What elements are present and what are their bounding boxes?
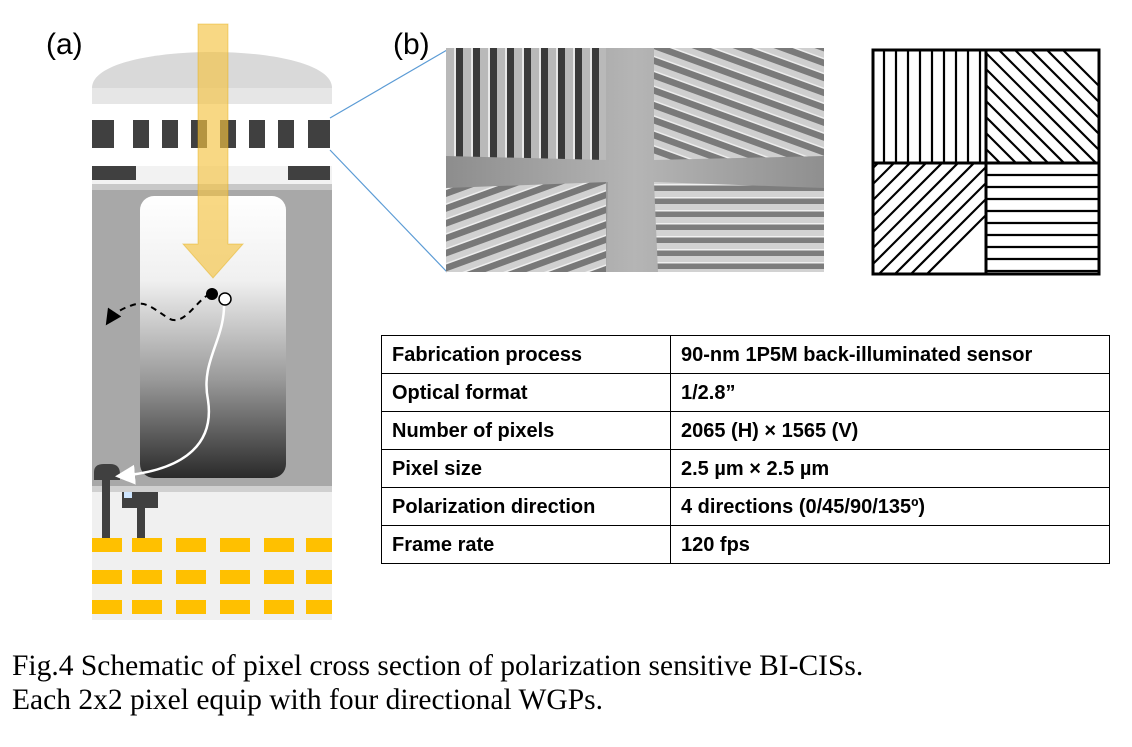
figure-caption: Fig.4 Schematic of pixel cross section o… xyxy=(12,649,1124,717)
caption-line-2: Each 2x2 pixel equip with four direction… xyxy=(12,684,603,716)
caption-line-1: Fig.4 Schematic of pixel cross section o… xyxy=(12,650,864,682)
spec-value: 2065 (H) × 1565 (V) xyxy=(670,411,1110,450)
spec-parameter: Polarization direction xyxy=(381,487,671,526)
hole-particle xyxy=(206,288,218,300)
table-row: Fabrication process 90-nm 1P5M back-illu… xyxy=(381,335,1110,374)
spec-parameter: Number of pixels xyxy=(381,411,671,450)
spec-parameter: Frame rate xyxy=(381,525,671,564)
zoom-line-top xyxy=(329,49,448,119)
spec-value: 4 directions (0/45/90/135º) xyxy=(670,487,1110,526)
spec-parameter: Fabrication process xyxy=(381,335,671,374)
horizontal-polarizer-quadrant xyxy=(986,173,1099,273)
table-row: Polarization direction 4 directions (0/4… xyxy=(381,487,1110,526)
incident-light-arrow xyxy=(181,23,245,279)
electron-path-arrow xyxy=(115,299,226,485)
pixel-cross-section-diagram xyxy=(92,23,448,620)
metal-wiring-pads xyxy=(92,538,332,614)
spec-value: 120 fps xyxy=(670,525,1110,564)
spec-value: 1/2.8” xyxy=(670,373,1110,412)
table-row: Optical format 1/2.8” xyxy=(381,373,1110,412)
photodiode xyxy=(140,196,286,478)
spec-parameter: Optical format xyxy=(381,373,671,412)
diagonal-45-polarizer-quadrant xyxy=(873,163,986,274)
sensor-spec-table: Fabrication process 90-nm 1P5M back-illu… xyxy=(381,335,1110,564)
spec-value: 2.5 µm × 2.5 µm xyxy=(670,449,1110,488)
table-row: Number of pixels 2065 (H) × 1565 (V) xyxy=(381,411,1110,450)
table-row: Frame rate 120 fps xyxy=(381,525,1110,564)
panel-b-label: (b) xyxy=(393,28,430,61)
light-shield-left xyxy=(92,166,136,180)
sem-image xyxy=(446,48,824,272)
zoom-line-bottom xyxy=(329,149,448,273)
vertical-polarizer-quadrant xyxy=(882,50,982,163)
light-shield-right xyxy=(288,166,330,180)
hole-path-arrow xyxy=(105,293,211,326)
table-row: Pixel size 2.5 µm × 2.5 µm xyxy=(381,449,1110,488)
wiring-layer xyxy=(92,486,332,620)
panel-a-label: (a) xyxy=(46,28,83,61)
electron-particle xyxy=(218,292,232,306)
diagonal-135-polarizer-quadrant xyxy=(986,50,1099,163)
transfer-gate xyxy=(94,464,120,480)
spec-value: 90-nm 1P5M back-illuminated sensor xyxy=(670,335,1110,374)
polarizer-orientation-diagram xyxy=(871,48,1101,276)
spec-parameter: Pixel size xyxy=(381,449,671,488)
